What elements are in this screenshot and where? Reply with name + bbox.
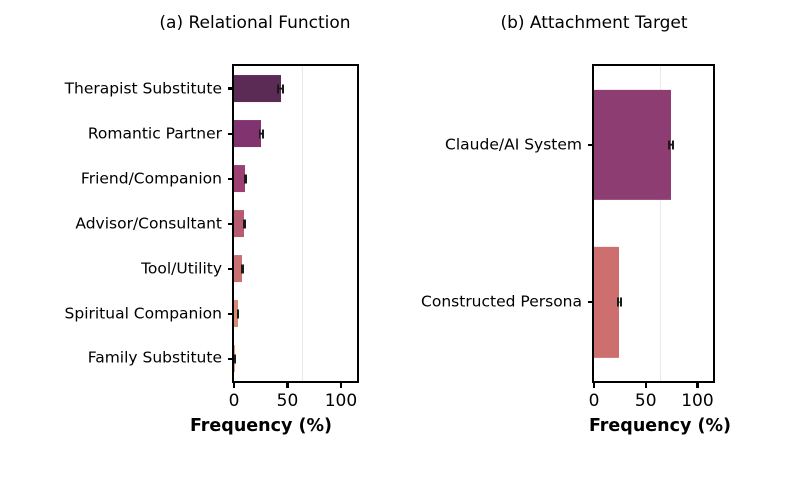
y-tick [227, 177, 234, 180]
y-tick [227, 312, 234, 315]
error-bar-a-4 [241, 264, 244, 273]
y-tick [227, 132, 234, 135]
panel-a-title: (a) Relational Function [159, 13, 351, 33]
y-tick [587, 143, 594, 146]
bar-a-1[interactable] [234, 119, 262, 148]
x-tick-50 [286, 381, 289, 388]
error-bar-b-1 [617, 297, 622, 307]
error-bar-a-5 [237, 309, 240, 318]
y-tick [587, 301, 594, 304]
x-tick-label-50: 50 [276, 391, 299, 411]
x-tick-label-100: 100 [324, 391, 358, 411]
bar-b-0[interactable] [594, 89, 672, 200]
error-bar-a-2 [243, 174, 247, 183]
bar-group [233, 336, 357, 381]
bar-a-0[interactable] [234, 74, 281, 103]
error-bar-a-3 [243, 219, 246, 228]
bar-a-2[interactable] [234, 164, 246, 193]
x-tick-100 [339, 381, 343, 388]
panel-b-title: (b) Attachment Target [500, 13, 688, 33]
bar-group [234, 246, 357, 291]
bar-group [234, 66, 357, 111]
y-axis-label-2: Friend/Companion [80, 169, 222, 187]
y-tick [227, 357, 234, 360]
y-axis-label-4: Tool/Utility [141, 259, 222, 277]
bar-a-5[interactable] [234, 299, 239, 328]
error-bar-a-1 [258, 129, 264, 138]
y-axis-label-0: Therapist Substitute [64, 79, 222, 97]
x-tick-50 [644, 381, 647, 388]
x-tick-0 [593, 381, 596, 388]
x-tick-label-50: 50 [634, 391, 657, 411]
panel-b-axis-title: Frequency (%) [588, 416, 732, 436]
y-axis-label-5: Spiritual Companion [64, 304, 222, 322]
bar-group [234, 111, 357, 156]
y-tick [227, 222, 234, 225]
bar-group [234, 201, 357, 246]
bar-group [594, 66, 713, 224]
x-tick-label-0: 0 [588, 391, 600, 411]
bar-a-4[interactable] [234, 254, 243, 283]
y-axis-label-1: Romantic Partner [87, 124, 222, 142]
bar-a-3[interactable] [234, 209, 245, 238]
panel-a-bars [233, 66, 357, 381]
panel-a-axis-title: Frequency (%) [189, 416, 333, 436]
bar-group [234, 156, 357, 201]
y-axis-label-3: Advisor/Consultant [75, 214, 222, 232]
y-axis-label-1: Constructed Persona [421, 292, 582, 311]
bar-group [234, 291, 357, 336]
bar-b-1[interactable] [594, 247, 620, 358]
x-tick-label-100: 100 [681, 391, 714, 411]
gridline-50-a [301, 66, 304, 381]
y-axis-label-0: Claude/AI System [445, 135, 582, 154]
y-axis-label-6: Family Substitute [87, 348, 222, 367]
bar-group [594, 224, 713, 382]
panel-relational-function: (a) Relational Function Therapist Substi… [0, 0, 394, 478]
x-tick-label-0: 0 [228, 391, 240, 411]
y-tick [227, 87, 234, 90]
gridline-50-b [659, 66, 661, 381]
error-bar-b-0 [668, 140, 674, 150]
x-tick-0 [233, 381, 236, 388]
error-bar-a-6 [233, 354, 237, 363]
error-bar-a-0 [277, 84, 284, 93]
panel-b-bars [594, 66, 713, 381]
y-tick [227, 267, 234, 270]
x-tick-100 [696, 381, 699, 388]
